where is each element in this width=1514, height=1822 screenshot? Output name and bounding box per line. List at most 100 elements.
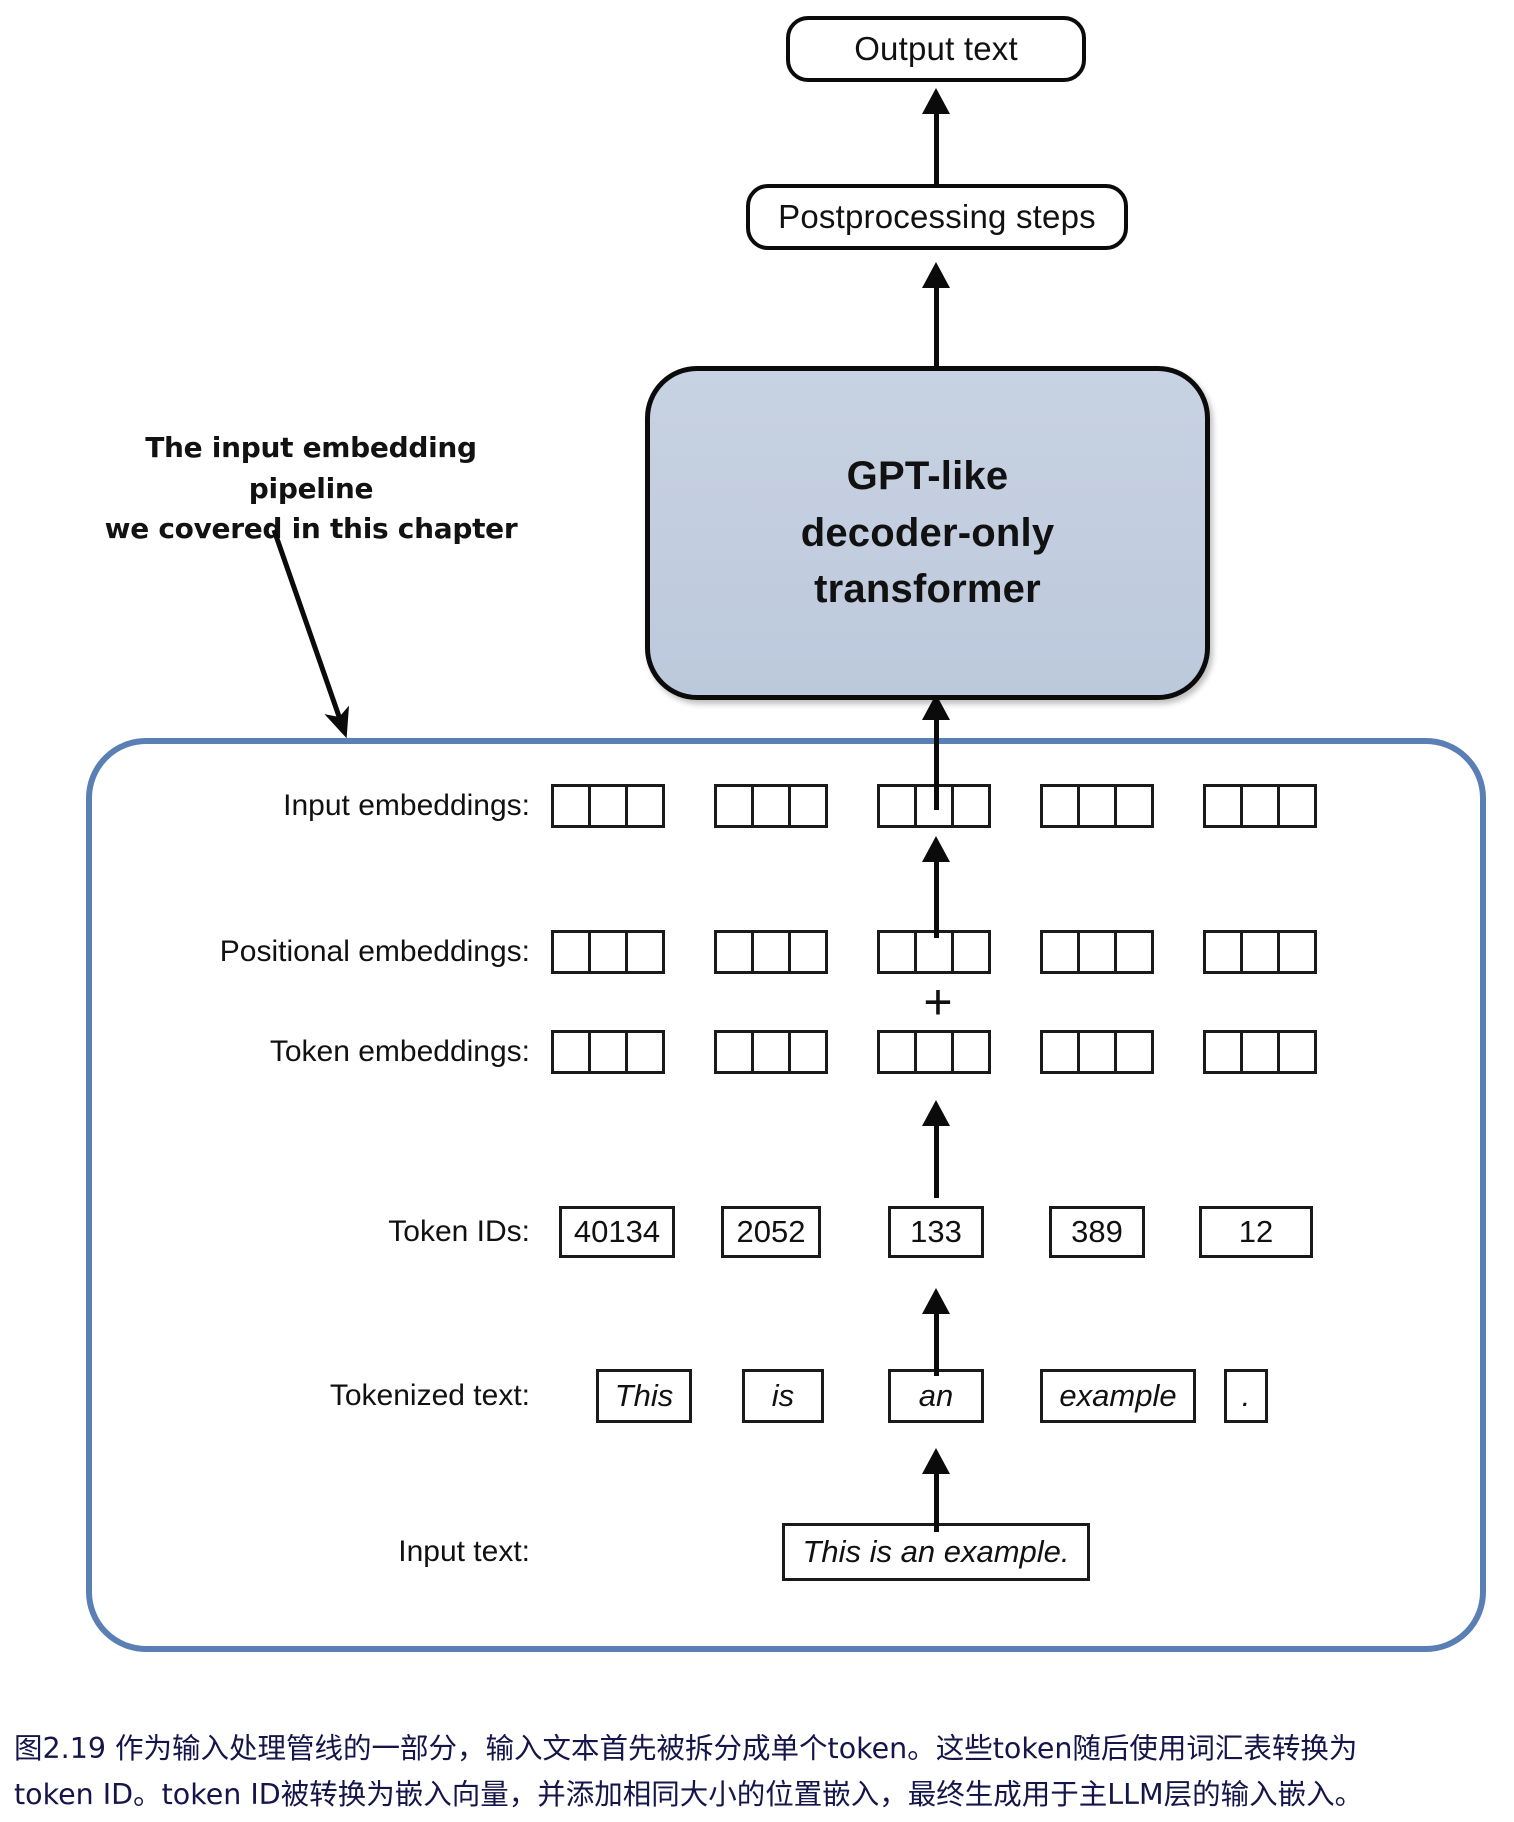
caption-line2: token ID。token ID被转换为嵌入向量，并添加相同大小的位置嵌入，最… [14,1778,1364,1812]
embedding-group [714,1030,828,1074]
embedding-cell [1040,1030,1080,1074]
gpt-decoder-transformer-box: GPT-like decoder-only transformer [645,366,1210,700]
token-id-box: 389 [1049,1206,1145,1258]
row-label-tokenized-text: Tokenized text: [329,1379,530,1412]
row-token-embeddings [551,1030,1351,1074]
embedding-cell [551,784,591,828]
embedding-cell [1114,1030,1154,1074]
row-input-embeddings [551,784,1351,828]
embedding-cell [1077,784,1117,828]
row-label-token-embeddings: Token embeddings: [269,1035,530,1068]
token-id-box: 12 [1199,1206,1313,1258]
embedding-cell [1114,930,1154,974]
embedding-cell [1203,930,1243,974]
embedding-group [714,930,828,974]
annotation-line1: The input embedding pipeline [145,431,477,505]
postprocessing-steps-box: Postprocessing steps [746,184,1128,250]
embedding-cell [714,784,754,828]
token-box: an [888,1369,984,1423]
arrow-input-text-to-tokenized [934,1474,939,1532]
figure-caption: 图2.19 作为输入处理管线的一部分，输入文本首先被拆分成单个token。这些t… [14,1726,1506,1818]
transformer-label-line1: GPT-like [846,453,1009,498]
arrow-token-ids-to-token-embeddings [934,1126,939,1198]
annotation-arrow-icon [271,529,350,739]
embedding-group [877,1030,991,1074]
embedding-cell [551,1030,591,1074]
embedding-cell [1277,930,1317,974]
row-positional-embeddings [551,930,1351,974]
embedding-cell [588,784,628,828]
embedding-cell [951,784,991,828]
embedding-cell [551,930,591,974]
embedding-cell [1203,784,1243,828]
embedding-cell [751,930,791,974]
embedding-group [714,784,828,828]
token-id-box: 40134 [559,1206,675,1258]
arrow-embeddings-to-transformer [934,720,939,810]
embedding-cell [877,930,917,974]
arrow-tokenized-to-token-ids [934,1314,939,1376]
caption-line1: 图2.19 作为输入处理管线的一部分，输入文本首先被拆分成单个token。这些t… [14,1732,1358,1765]
embedding-group [1040,930,1154,974]
embedding-cell [625,784,665,828]
plus-operator: + [923,974,953,1030]
embedding-cell [625,1030,665,1074]
arrow-head-transformer-to-postprocessing [922,262,950,288]
arrow-head-sum-to-input-embeddings [922,836,950,862]
arrow-postprocessing-to-output [934,112,939,184]
row-label-input-text: Input text: [398,1535,530,1568]
embedding-cell [1077,930,1117,974]
embedding-cell [1203,1030,1243,1074]
input-embedding-pipeline-container [86,738,1486,1652]
token-box: example [1040,1369,1196,1423]
arrow-head-input-text-to-tokenized [922,1448,950,1474]
annotation-line2: we covered in this chapter [104,512,518,546]
embedding-cell [1240,784,1280,828]
embedding-group [1203,1030,1317,1074]
embedding-cell [751,1030,791,1074]
embedding-cell [588,930,628,974]
embedding-cell [877,1030,917,1074]
arrow-head-postprocessing-to-output [922,88,950,114]
embedding-cell [788,1030,828,1074]
output-text-box: Output text [786,16,1086,82]
token-box: This [596,1369,692,1423]
token-box: . [1224,1369,1268,1423]
embedding-cell [1077,1030,1117,1074]
arrow-sum-to-input-embeddings [934,862,939,938]
token-box: is [742,1369,824,1423]
row-label-input-embeddings: Input embeddings: [283,789,530,822]
row-label-positional-embeddings: Positional embeddings: [219,935,530,968]
embedding-cell [1277,784,1317,828]
embedding-cell [914,1030,954,1074]
transformer-label-line2: decoder-only [800,510,1055,555]
embedding-cell [1240,930,1280,974]
output-text-label: Output text [854,30,1018,67]
embedding-cell [1240,1030,1280,1074]
embedding-group [551,784,665,828]
token-id-box: 2052 [721,1206,821,1258]
embedding-cell [1040,784,1080,828]
embedding-cell [1114,784,1154,828]
embedding-cell [951,1030,991,1074]
embedding-group [1040,1030,1154,1074]
token-id-box: 133 [888,1206,984,1258]
embedding-cell [877,784,917,828]
embedding-cell [788,784,828,828]
embedding-group [551,930,665,974]
arrow-head-tokenized-to-token-ids [922,1288,950,1314]
embedding-group [551,1030,665,1074]
embedding-cell [714,930,754,974]
transformer-label-line3: transformer [814,567,1041,612]
embedding-cell [714,1030,754,1074]
postprocessing-steps-label: Postprocessing steps [778,198,1096,235]
row-label-token-ids: Token IDs: [388,1215,530,1248]
arrow-transformer-to-postprocessing [934,288,939,366]
embedding-cell [588,1030,628,1074]
embedding-cell [1277,1030,1317,1074]
embedding-cell [1040,930,1080,974]
embedding-cell [625,930,665,974]
embedding-cell [788,930,828,974]
embedding-group [1040,784,1154,828]
